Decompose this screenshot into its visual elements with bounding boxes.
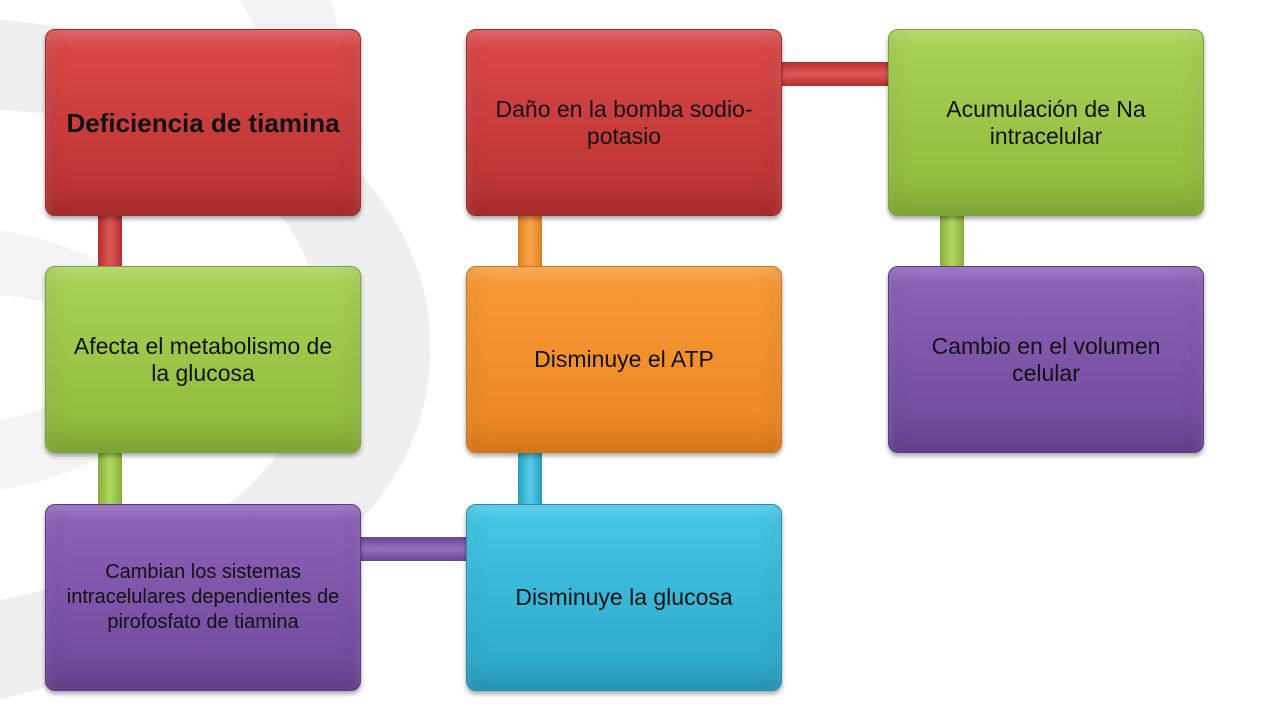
node-label: Disminuye la glucosa xyxy=(515,584,733,610)
node-dano-bomba: Daño en la bomba sodio-potasio xyxy=(466,29,782,216)
connector-deficiencia-metabolismo xyxy=(98,210,122,274)
node-disminuye-glucosa: Disminuye la glucosa xyxy=(466,504,782,691)
node-cambio-volumen: Cambio en el volumen celular xyxy=(888,266,1204,453)
node-label: Deficiencia de tiamina xyxy=(66,107,340,138)
node-label: Disminuye el ATP xyxy=(534,346,714,372)
connector-bomba-sodio xyxy=(776,62,894,86)
node-label: Afecta el metabolismo de la glucosa xyxy=(73,332,333,386)
node-acumulacion-na: Acumulación de Na intracelular xyxy=(888,29,1204,216)
node-label: Cambio en el volumen celular xyxy=(931,332,1161,386)
node-cambian-sistemas: Cambian los sistemas intracelulares depe… xyxy=(45,504,361,691)
node-label: Cambian los sistemas intracelulares depe… xyxy=(66,561,340,633)
connector-sistemas-glucosa xyxy=(356,537,474,561)
connector-sodio-volumen xyxy=(940,210,964,274)
connector-metabolismo-sistemas xyxy=(98,448,122,512)
connector-glucosa-atp xyxy=(518,448,542,512)
node-deficiencia-de-tiamina: Deficiencia de tiamina xyxy=(45,29,361,216)
node-label: Daño en la bomba sodio-potasio xyxy=(495,95,753,149)
node-afecta-metabolismo: Afecta el metabolismo de la glucosa xyxy=(45,266,361,453)
connector-atp-bomba xyxy=(518,210,542,274)
node-label: Acumulación de Na intracelular xyxy=(946,95,1146,149)
node-disminuye-atp: Disminuye el ATP xyxy=(466,266,782,453)
